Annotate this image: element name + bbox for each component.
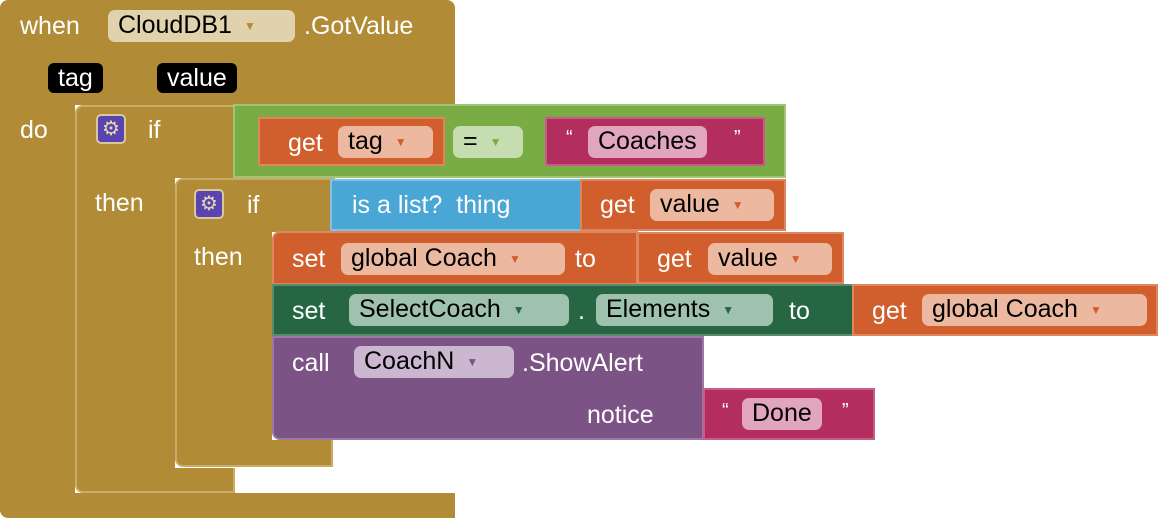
chevron-down-icon: ▼ (731, 198, 744, 213)
outer-if-left (75, 178, 175, 470)
event-block-body-left (0, 105, 75, 495)
is-list-label: is a list? thing (352, 191, 511, 219)
chevron-down-icon: ▼ (243, 19, 256, 34)
operator: = (463, 127, 478, 155)
variable-dropdown-value[interactable]: value ▼ (708, 243, 832, 275)
to-label: to (575, 245, 596, 273)
set-label: set (292, 245, 326, 273)
chevron-down-icon: ▼ (789, 252, 802, 267)
property-dropdown-elements[interactable]: Elements ▼ (596, 294, 773, 326)
method-name: .ShowAlert (522, 349, 643, 377)
variable-name: tag (348, 127, 383, 155)
dot-label: . (578, 297, 585, 325)
variable-dropdown-global-coach[interactable]: global Coach ▼ (922, 294, 1147, 326)
set-label: set (292, 297, 326, 325)
variable-name: global Coach (932, 295, 1078, 323)
chevron-down-icon: ▼ (508, 252, 521, 267)
variable-dropdown-value[interactable]: value ▼ (650, 189, 774, 221)
variable-name: global Coach (351, 244, 497, 272)
event-block-bottom (0, 493, 455, 518)
component-dropdown-coachn[interactable]: CoachN ▼ (354, 346, 514, 378)
inner-if-left (175, 232, 272, 442)
text-value[interactable]: Done (742, 398, 822, 430)
if-label: if (247, 191, 260, 219)
gear-icon[interactable]: ⚙ (96, 114, 126, 144)
chevron-down-icon: ▼ (489, 135, 502, 150)
then-label: then (194, 243, 243, 271)
to-label: to (789, 297, 810, 325)
variable-name: value (660, 190, 720, 218)
param-tag[interactable]: tag (48, 63, 103, 93)
get-label: get (872, 297, 907, 325)
component-name: CloudDB1 (118, 11, 232, 39)
variable-dropdown-tag[interactable]: tag ▼ (338, 126, 433, 158)
gear-icon[interactable]: ⚙ (194, 189, 224, 219)
close-quote: ” (734, 127, 741, 149)
get-label: get (288, 129, 323, 157)
variable-dropdown-global-coach[interactable]: global Coach ▼ (341, 243, 565, 275)
chevron-down-icon: ▼ (722, 303, 735, 318)
notice-label: notice (587, 401, 654, 429)
outer-if-bottom (75, 468, 235, 493)
open-quote: “ (566, 127, 573, 149)
call-label: call (292, 349, 330, 377)
is-list-block[interactable] (330, 179, 582, 231)
operator-dropdown[interactable]: =▼ (453, 126, 523, 158)
chevron-down-icon: ▼ (466, 355, 479, 370)
component-name: SelectCoach (359, 295, 501, 323)
param-value[interactable]: value (157, 63, 237, 93)
component-dropdown-selectcoach[interactable]: SelectCoach ▼ (349, 294, 569, 326)
text-content: Done (752, 399, 812, 427)
text-content: Coaches (598, 127, 697, 155)
get-label: get (657, 245, 692, 273)
then-label: then (95, 189, 144, 217)
close-quote: ” (842, 400, 849, 422)
event-name: .GotValue (304, 12, 414, 40)
component-dropdown-clouddb1[interactable]: CloudDB1 ▼ (108, 10, 295, 42)
text-value[interactable]: Coaches (588, 126, 707, 158)
chevron-down-icon: ▼ (394, 135, 407, 150)
when-label: when (20, 12, 80, 40)
component-name: CoachN (364, 347, 455, 375)
chevron-down-icon: ▼ (512, 303, 525, 318)
do-label: do (20, 116, 48, 144)
inner-if-bottom (175, 440, 333, 467)
chevron-down-icon: ▼ (1089, 303, 1102, 318)
property-name: Elements (606, 295, 711, 323)
variable-name: value (718, 244, 778, 272)
open-quote: “ (722, 400, 729, 422)
if-label: if (148, 116, 161, 144)
get-label: get (600, 191, 635, 219)
